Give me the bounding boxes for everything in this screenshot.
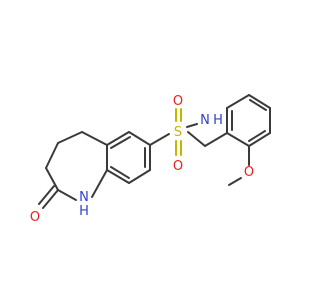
bond (226, 132, 250, 147)
bond (42, 189, 59, 209)
double-bond (38, 185, 55, 205)
molecule-canvas: S O O N H N H O O (30, 94, 271, 225)
double-bond (249, 99, 267, 111)
sulfonyl-group (149, 108, 198, 156)
benzyl-linker (187, 131, 228, 147)
bond (248, 132, 271, 147)
bond (45, 142, 59, 169)
bond (226, 94, 250, 109)
bond (128, 169, 151, 184)
oxygen-atom-bottom: O (173, 159, 183, 174)
sulfonamide-nitrogen: N (200, 113, 210, 128)
methoxy-oxygen: O (244, 165, 254, 180)
bond (106, 131, 130, 146)
bond (128, 131, 151, 146)
molecule-structure: S O O N H N H O O (30, 94, 271, 225)
bond (91, 169, 108, 198)
fused-benzene-ring (106, 131, 151, 184)
bond (45, 167, 59, 191)
double-bond (110, 136, 131, 149)
azepine-ring (38, 131, 108, 209)
ring-nitrogen: N (79, 190, 89, 205)
bond (204, 132, 228, 147)
bond (57, 189, 77, 201)
double-bond (110, 166, 130, 179)
sulfur-atom: S (174, 125, 182, 140)
bond (248, 94, 271, 109)
atom-labels: S O O N H N H O O (30, 94, 254, 225)
ring-nitrogen-hydrogen: H (79, 204, 89, 219)
bond (106, 169, 130, 184)
bond (186, 123, 198, 128)
carbonyl-oxygen: O (30, 210, 40, 225)
oxygen-atom-top: O (173, 94, 183, 109)
bond (57, 131, 83, 144)
bond (149, 133, 170, 146)
double-bond (248, 130, 266, 142)
bond (187, 131, 206, 147)
sulfonamide-hydrogen: H (213, 113, 223, 128)
bond (81, 131, 108, 146)
bond (228, 177, 242, 186)
methoxyphenyl-ring (226, 94, 271, 186)
